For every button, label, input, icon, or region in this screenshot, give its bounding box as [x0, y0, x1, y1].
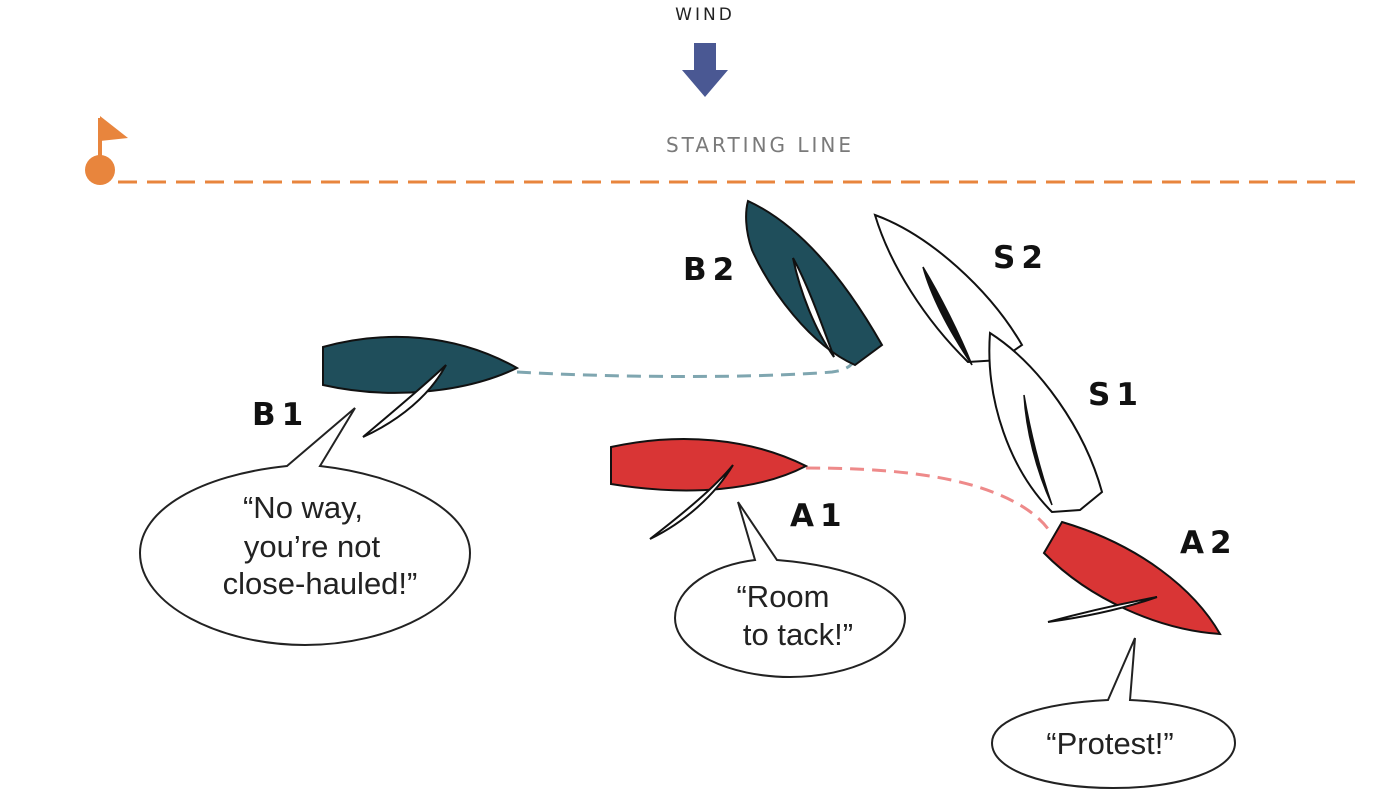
- boat-b2-label: B2: [683, 252, 740, 288]
- boat-s1-hull: [988, 331, 1104, 514]
- blue-boat-track: [516, 353, 859, 378]
- boat-a1: [610, 438, 809, 540]
- boat-a1-label: A1: [790, 498, 848, 534]
- speech-bubble-b1-outline: [138, 407, 472, 647]
- boat-b1-label: B1: [252, 397, 309, 433]
- boat-s1-sail: [1023, 394, 1053, 506]
- red-boat-track: [805, 466, 1054, 536]
- boat-a2-label: A2: [1180, 525, 1238, 561]
- boat-b1: [322, 335, 520, 438]
- speech-bubble-b1-line-2: you’re not: [244, 529, 381, 564]
- boat-a2: [1042, 520, 1222, 636]
- speech-bubble-a1-line-2: to tack!”: [743, 617, 853, 652]
- speech-bubble-b1-line-1: “No way,: [243, 490, 363, 525]
- boat-s2-label: S2: [993, 240, 1049, 276]
- speech-bubble-a2-outline: [990, 637, 1237, 790]
- speech-bubble-a1-line-1: “Room: [736, 579, 829, 614]
- wind-arrow-icon: [682, 43, 728, 97]
- boat-b2: [745, 199, 884, 367]
- wind-label: WIND: [675, 5, 735, 25]
- speech-bubble-b1-line-3: close-hauled!”: [223, 566, 418, 601]
- boat-b2-sail: [792, 257, 835, 358]
- committee-flag-icon: [85, 116, 128, 185]
- speech-bubble-a1: “Room to tack!”: [673, 501, 907, 679]
- speech-bubble-a2-line-1: “Protest!”: [1046, 726, 1173, 761]
- boat-a1-sail: [649, 464, 734, 540]
- boat-a1-hull: [610, 438, 809, 492]
- boat-b2-hull: [745, 199, 884, 367]
- starting-line-label: STARTING LINE: [666, 133, 854, 157]
- speech-bubble-a1-outline: [673, 501, 907, 679]
- boat-s2-sail: [922, 266, 973, 366]
- boat-a2-sail: [1047, 596, 1158, 623]
- boat-b1-sail: [362, 364, 447, 438]
- boat-s1: [988, 331, 1104, 514]
- boat-a2-hull: [1042, 520, 1222, 636]
- speech-bubble-b1: “No way, you’re not close-hauled!”: [138, 407, 472, 647]
- speech-bubble-a2: “Protest!”: [990, 637, 1237, 790]
- boat-s1-label: S1: [1088, 377, 1144, 413]
- boat-b1-hull: [322, 335, 520, 394]
- boat-s2: [873, 213, 1024, 366]
